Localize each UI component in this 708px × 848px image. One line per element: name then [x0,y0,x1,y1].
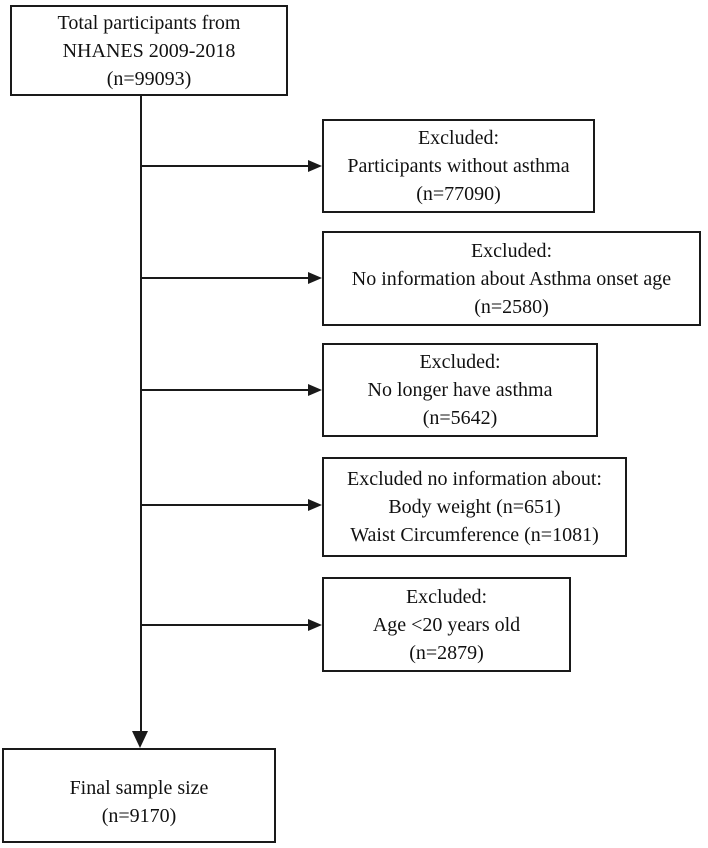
box-text-line: Excluded: [417,127,500,149]
box-count: (n=2879) [409,641,484,664]
box-text-line: Age <20 years old [372,613,521,636]
box-count: (n=9170) [101,804,177,827]
box-count: (n=5642) [422,407,498,429]
box-text-line: Excluded: [405,585,488,608]
box-count: (n=99093) [106,67,192,90]
connector-horizontal-line [141,389,309,391]
flow-box-final-sample: Final sample size (n=9170) [2,748,276,843]
box-text-line: No longer have asthma [367,379,553,401]
flow-box-excluded-under-20: Excluded: Age <20 years old (n=2879) [322,577,571,672]
flow-box-excluded-no-onset-age-info: Excluded: No information about Asthma on… [322,231,701,326]
box-text-line: Excluded: [470,239,553,262]
box-text-line: Excluded: [419,351,501,373]
arrowhead-right-icon [308,499,322,511]
box-text-line: Body weight (n=651) [388,496,561,518]
arrowhead-down-icon [132,731,148,748]
box-count: (n=77090) [416,183,501,205]
connector-horizontal-line [141,277,309,279]
box-count: (n=2580) [474,295,549,318]
connector-horizontal-line [141,165,309,167]
box-text-line: Total participants from [57,11,241,34]
arrowhead-right-icon [308,384,322,396]
connector-horizontal-line [141,504,309,506]
box-text-line: No information about Asthma onset age [351,267,672,290]
arrowhead-right-icon [308,619,322,631]
flow-box-excluded-no-longer-asthma: Excluded: No longer have asthma (n=5642) [322,343,598,437]
flow-box-total-participants: Total participants from NHANES 2009-2018… [10,5,288,96]
flow-box-excluded-no-asthma: Excluded: Participants without asthma (n… [322,119,595,213]
connector-horizontal-line [141,624,309,626]
arrowhead-right-icon [308,272,322,284]
flow-box-excluded-missing-measurements: Excluded no information about: Body weig… [322,457,627,557]
box-text-line: NHANES 2009-2018 [62,39,236,62]
box-text-line: Excluded no information about: [347,468,602,490]
box-text-line: Final sample size [69,776,209,799]
box-text-line: Participants without asthma [347,155,570,177]
arrowhead-right-icon [308,160,322,172]
box-text-line: Waist Circumference (n=1081) [350,524,599,546]
connector-vertical-line [140,96,142,732]
